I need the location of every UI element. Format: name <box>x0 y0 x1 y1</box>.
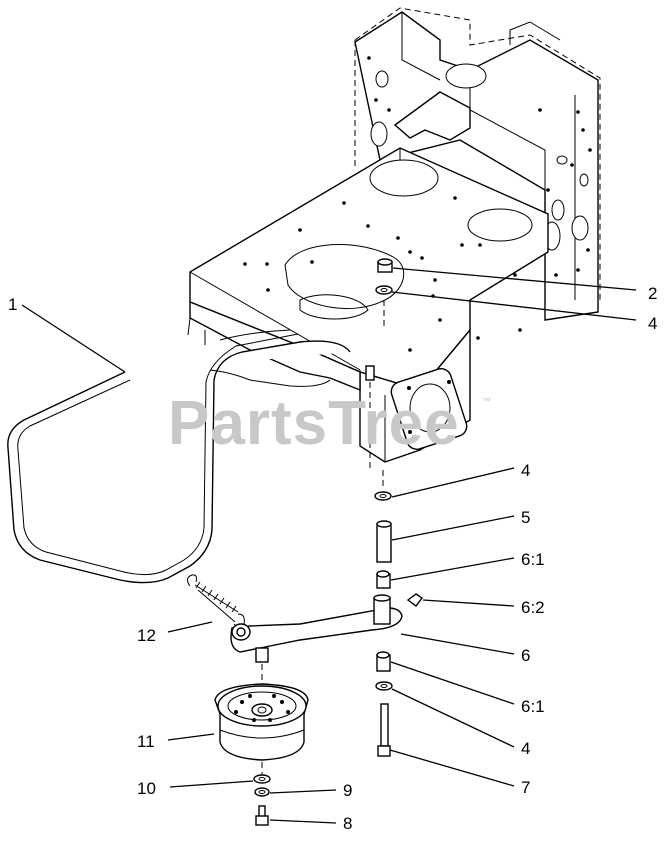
chassis-frame <box>187 7 601 463</box>
callout-4-top: 4 <box>648 314 657 333</box>
watermark-trademark: ™ <box>482 396 491 406</box>
watermark: PartsTree ™ <box>168 389 491 458</box>
callout-2: 2 <box>648 284 657 303</box>
idler-arm <box>230 593 424 663</box>
drive-belt <box>7 329 351 584</box>
callout-6-1-lower: 6:1 <box>521 697 545 716</box>
leader-lines <box>21 267 637 824</box>
idler-pulley <box>214 664 309 826</box>
callout-8: 8 <box>343 814 352 833</box>
callout-5: 5 <box>521 508 530 527</box>
callout-12: 12 <box>137 626 156 645</box>
callout-labels: 1 2 4 4 5 6:1 6:2 6 6:1 4 7 8 9 10 11 12 <box>8 284 657 833</box>
pivot-hardware <box>365 258 393 757</box>
callout-4-middle: 4 <box>521 461 530 480</box>
callout-1: 1 <box>8 295 17 314</box>
callout-11: 11 <box>137 732 155 751</box>
callout-9: 9 <box>343 781 352 800</box>
callout-4-bottom: 4 <box>521 739 530 758</box>
callout-7: 7 <box>521 778 530 797</box>
watermark-text: PartsTree <box>168 389 460 458</box>
callout-6-2: 6:2 <box>521 598 545 617</box>
callout-6-1-upper: 6:1 <box>521 550 545 569</box>
callout-10: 10 <box>137 779 156 798</box>
callout-6: 6 <box>521 646 530 665</box>
idler-spring <box>186 574 245 628</box>
